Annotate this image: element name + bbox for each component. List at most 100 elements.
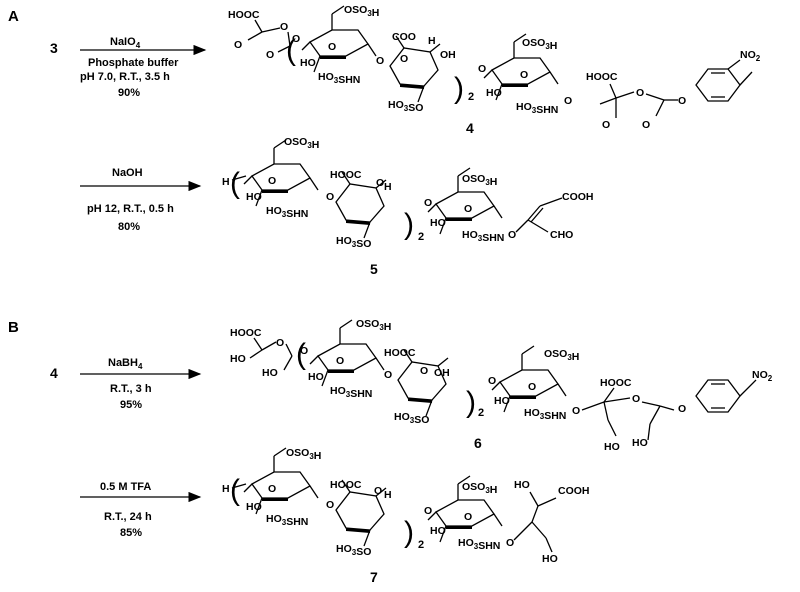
svg-text:OH: OH — [434, 367, 450, 379]
svg-text:HOOC: HOOC — [384, 347, 416, 359]
svg-text:O: O — [326, 191, 334, 203]
svg-text:COOH: COOH — [558, 485, 590, 497]
reagent-naoh: NaOH — [112, 167, 143, 179]
condition-a1-2: pH 7.0, R.T., 3.5 h — [80, 71, 170, 83]
svg-text:O: O — [234, 39, 242, 51]
svg-text:CHO: CHO — [550, 229, 573, 241]
svg-text:O: O — [268, 483, 276, 495]
svg-text:O: O — [376, 55, 384, 67]
svg-text:O: O — [602, 119, 610, 131]
svg-text:OSO3H: OSO3H — [544, 348, 579, 363]
svg-text:HO3SO: HO3SO — [394, 411, 429, 426]
svg-text:HO: HO — [430, 525, 446, 537]
svg-text:HOOC: HOOC — [600, 377, 632, 389]
svg-text:H: H — [384, 489, 392, 501]
svg-text:O: O — [400, 53, 408, 65]
svg-text:O: O — [336, 355, 344, 367]
svg-text:O: O — [478, 63, 486, 75]
svg-text:(: ( — [230, 474, 240, 507]
svg-text:HO: HO — [230, 353, 246, 365]
reagent-tfa: 0.5 M TFA — [100, 481, 151, 493]
svg-text:O: O — [328, 41, 336, 53]
product-compound-5: 5 — [370, 261, 378, 277]
svg-text:O: O — [424, 505, 432, 517]
structure-compound-5: H ( O OSO3H HO HO3SHN O HOOC O H HO3SO )… — [222, 136, 594, 250]
svg-text:HO3SHN: HO3SHN — [266, 513, 308, 528]
svg-text:O: O — [384, 369, 392, 381]
svg-text:O: O — [506, 537, 514, 549]
condition-b2-1: R.T., 24 h — [104, 511, 152, 523]
svg-text:HO: HO — [542, 553, 558, 565]
product-compound-6: 6 — [474, 435, 482, 451]
svg-text:HO3SO: HO3SO — [336, 235, 371, 250]
svg-text:HO: HO — [486, 87, 502, 99]
svg-text:HOOC: HOOC — [330, 479, 362, 491]
svg-text:O: O — [464, 203, 472, 215]
svg-text:OSO3H: OSO3H — [286, 447, 321, 462]
svg-text:O: O — [424, 197, 432, 209]
svg-text:O: O — [268, 175, 276, 187]
svg-text:COO: COO — [392, 31, 416, 43]
svg-text:O: O — [420, 365, 428, 377]
svg-text:OSO3H: OSO3H — [462, 173, 497, 188]
svg-text:HO3SO: HO3SO — [388, 99, 423, 114]
svg-text:O: O — [642, 119, 650, 131]
panel-b-label: B — [8, 319, 19, 336]
svg-text:O: O — [520, 69, 528, 81]
svg-text:OSO3H: OSO3H — [356, 318, 391, 333]
svg-text:HO: HO — [246, 501, 262, 513]
svg-text:H: H — [428, 35, 436, 47]
condition-a1-3: 90% — [118, 87, 140, 99]
condition-a1-1: Phosphate buffer — [88, 57, 179, 69]
svg-text:HO3SHN: HO3SHN — [524, 407, 566, 422]
svg-text:HO: HO — [604, 441, 620, 453]
svg-text:HO3SHN: HO3SHN — [266, 205, 308, 220]
svg-text:NO2: NO2 — [740, 49, 761, 63]
svg-text:O: O — [280, 21, 288, 33]
svg-text:HO: HO — [430, 217, 446, 229]
structure-compound-4: HOOC O O O ( O O OSO3H HO HO3SHN O COO H… — [228, 4, 761, 131]
svg-text:O: O — [508, 229, 516, 241]
svg-text:2: 2 — [418, 231, 424, 243]
svg-text:HO: HO — [308, 371, 324, 383]
svg-text:COOH: COOH — [562, 191, 594, 203]
product-compound-7: 7 — [370, 569, 378, 585]
svg-text:H: H — [222, 176, 230, 188]
svg-text:O: O — [376, 177, 384, 189]
svg-text:HO3SHN: HO3SHN — [330, 385, 372, 400]
svg-text:H: H — [384, 181, 392, 193]
svg-text:O: O — [464, 511, 472, 523]
structure-compound-7: H ( O OSO3H HO HO3SHN O HOOC O H HO3SO )… — [222, 447, 590, 565]
svg-text:OSO3H: OSO3H — [462, 481, 497, 496]
condition-b2-2: 85% — [120, 527, 142, 539]
svg-text:O: O — [678, 403, 686, 415]
svg-text:HO: HO — [300, 57, 316, 69]
svg-text:2: 2 — [468, 91, 474, 103]
svg-text:O: O — [488, 375, 496, 387]
start-compound-4: 4 — [50, 365, 58, 381]
svg-text:O: O — [292, 33, 300, 45]
panel-a-label: A — [8, 8, 19, 25]
svg-text:O: O — [300, 345, 308, 357]
condition-a2-1: pH 12, R.T., 0.5 h — [87, 203, 174, 215]
hooc-label: HOOC — [228, 9, 260, 21]
svg-text:OH: OH — [440, 49, 456, 61]
svg-text:O: O — [636, 87, 644, 99]
svg-text:O: O — [374, 485, 382, 497]
svg-text:HO: HO — [246, 191, 262, 203]
svg-text:OSO3H: OSO3H — [344, 4, 379, 19]
condition-b1-2: 95% — [120, 399, 142, 411]
svg-text:HO3SHN: HO3SHN — [458, 537, 500, 552]
reagent-nabh4: NaBH4 — [108, 357, 143, 371]
svg-text:HO: HO — [632, 437, 648, 449]
svg-text:): ) — [404, 208, 414, 241]
svg-text:HO: HO — [494, 395, 510, 407]
svg-text:O: O — [528, 381, 536, 393]
svg-text:H: H — [222, 483, 230, 495]
svg-text:HO3SHN: HO3SHN — [318, 71, 360, 86]
svg-text:(: ( — [296, 338, 306, 371]
svg-text:HOOC: HOOC — [330, 169, 362, 181]
svg-text:HO: HO — [514, 479, 530, 491]
svg-text:HO3SHN: HO3SHN — [516, 101, 558, 116]
